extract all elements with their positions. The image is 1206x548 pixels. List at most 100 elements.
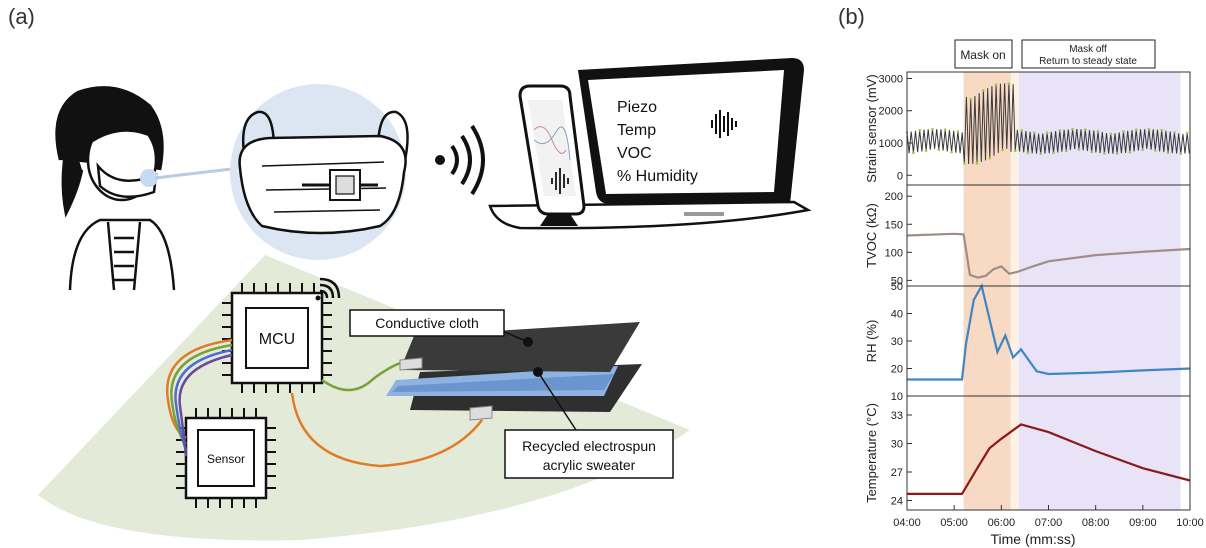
series-point-0-129 (1179, 152, 1183, 155)
series-point-0-90 (1096, 129, 1100, 133)
mask-on-label: Mask on (960, 48, 1005, 62)
sweater-callout-text-2: acrylic sweater (543, 457, 636, 473)
series-point-0-27 (963, 162, 966, 165)
x-tick-label-5: 09:00 (1129, 517, 1157, 529)
series-line-1-0 (906, 232, 1191, 279)
mcu-label: MCU (259, 331, 295, 348)
series-point-0-105 (1128, 150, 1132, 154)
y-axis-label-0: Strain sensor (mV) (864, 74, 879, 182)
chart-plots (905, 82, 1191, 495)
series-line-2-0 (907, 283, 1191, 381)
sweater-callout-text-1: Recycled electrospun (522, 438, 656, 454)
laptop-screen-text-0: Piezo (617, 99, 657, 116)
series-point-0-24 (956, 130, 960, 133)
series-point-0-12 (931, 127, 934, 131)
series-point-0-87 (1090, 150, 1093, 154)
mcu-chip-pins (222, 283, 332, 393)
mask-off-label: Mask off (1069, 44, 1107, 55)
series-point-0-63 (1039, 152, 1043, 155)
series-point-0-126 (1173, 131, 1176, 134)
y-tick-label-2-1: 20 (891, 364, 903, 376)
series-point-0-54 (1020, 129, 1023, 132)
mcu-wireless-icon (315, 277, 341, 301)
x-tick-label-2: 06:00 (988, 517, 1016, 529)
x-axis-label: Time (mm:ss) (990, 531, 1075, 547)
y-tick-label-1-0: 50 (891, 275, 903, 287)
x-tick-label-0: 04:00 (893, 517, 921, 529)
series-point-0-60 (1033, 131, 1036, 134)
series-point-0-36 (982, 89, 985, 92)
series-point-0-42 (994, 83, 998, 86)
laptop-illustration (488, 58, 812, 230)
series-point-0-111 (1141, 148, 1144, 152)
phone-illustration (518, 84, 586, 226)
sound-wave-icon (711, 110, 737, 138)
series-point-0-3 (912, 151, 915, 155)
y-tick-label-3-0: 24 (891, 496, 903, 508)
series-point-0-81 (1077, 148, 1081, 151)
series-point-0-51 (1013, 149, 1017, 153)
series-point-0-108 (1134, 128, 1138, 131)
sensor-label: Sensor (207, 452, 245, 466)
cloth-callout-text: Conductive cloth (375, 315, 479, 331)
series-point-0-120 (1160, 128, 1163, 132)
series-point-0-69 (1052, 151, 1055, 155)
y-tick-label-3-3: 33 (891, 410, 903, 422)
series-line-3-0 (907, 423, 1191, 495)
y-axis-label-2: RH (%) (864, 320, 879, 363)
wireless-signal-icon (435, 124, 485, 196)
series-point-0-93 (1103, 152, 1106, 155)
series-point-0-117 (1154, 149, 1157, 152)
series-point-0-18 (943, 128, 947, 131)
series-point-0-96 (1109, 132, 1113, 136)
series-point-0-78 (1071, 127, 1074, 131)
sensor-chip (184, 416, 268, 500)
y-tick-label-1-3: 200 (885, 191, 903, 203)
series-point-0-48 (1007, 82, 1011, 85)
y-tick-label-0-0: 0 (897, 170, 903, 182)
y-axis-label-1: TVOC (kΩ) (864, 203, 879, 268)
series-point-0-39 (988, 156, 992, 160)
series-line-0-0 (906, 83, 1190, 165)
woman-wearing-mask-illustration (55, 86, 176, 291)
y-tick-label-1-2: 150 (885, 219, 903, 231)
series-point-0-57 (1026, 151, 1030, 155)
series-point-0-33 (975, 161, 979, 165)
series-point-0-84 (1083, 128, 1087, 131)
cloth-callout-box (349, 309, 505, 337)
mask-off-sublabel: Return to steady state (1039, 56, 1137, 67)
transition-band (1010, 72, 1019, 510)
x-tick-label-3: 07:00 (1035, 517, 1063, 529)
mask-on-box (954, 39, 1013, 69)
panel-a-diagram: Piezo Temp VOC % Humidity MCU (38, 58, 812, 541)
laptop-screen-text-3: % Humidity (617, 168, 698, 185)
x-tick-label-6: 10:00 (1176, 517, 1204, 529)
x-tick-label-4: 08:00 (1082, 517, 1110, 529)
green-wire (321, 358, 411, 392)
y-tick-label-2-2: 30 (891, 336, 903, 348)
mcu-chip (230, 291, 324, 385)
series-point-0-15 (937, 148, 941, 151)
laptop-screen-text-1: Temp (617, 122, 656, 139)
series-point-0-21 (950, 150, 953, 154)
panel-a-label: (a) (8, 4, 35, 29)
series-point-0-9 (924, 149, 928, 152)
y-axis-label-3: Temperature (°C) (864, 403, 879, 503)
x-tick-label-1: 05:00 (940, 517, 968, 529)
chart-frames (906, 71, 1191, 511)
series-point-0-30 (969, 97, 972, 101)
series-point-0-66 (1045, 131, 1049, 134)
series-point-0-132 (1185, 131, 1189, 135)
y-tick-label-0-3: 3000 (879, 73, 903, 85)
series-point-0-99 (1115, 152, 1119, 155)
face-mask-illustration (238, 110, 409, 235)
orange-wire (290, 392, 483, 468)
series-point-0-72 (1058, 129, 1062, 132)
y-tick-label-0-2: 2000 (879, 106, 903, 118)
series-point-0-75 (1064, 149, 1068, 153)
sweater-callout-box (504, 429, 674, 479)
panel-b-label: (b) (838, 4, 865, 29)
mask-off-box (1021, 39, 1156, 69)
series-point-0-102 (1122, 130, 1125, 133)
